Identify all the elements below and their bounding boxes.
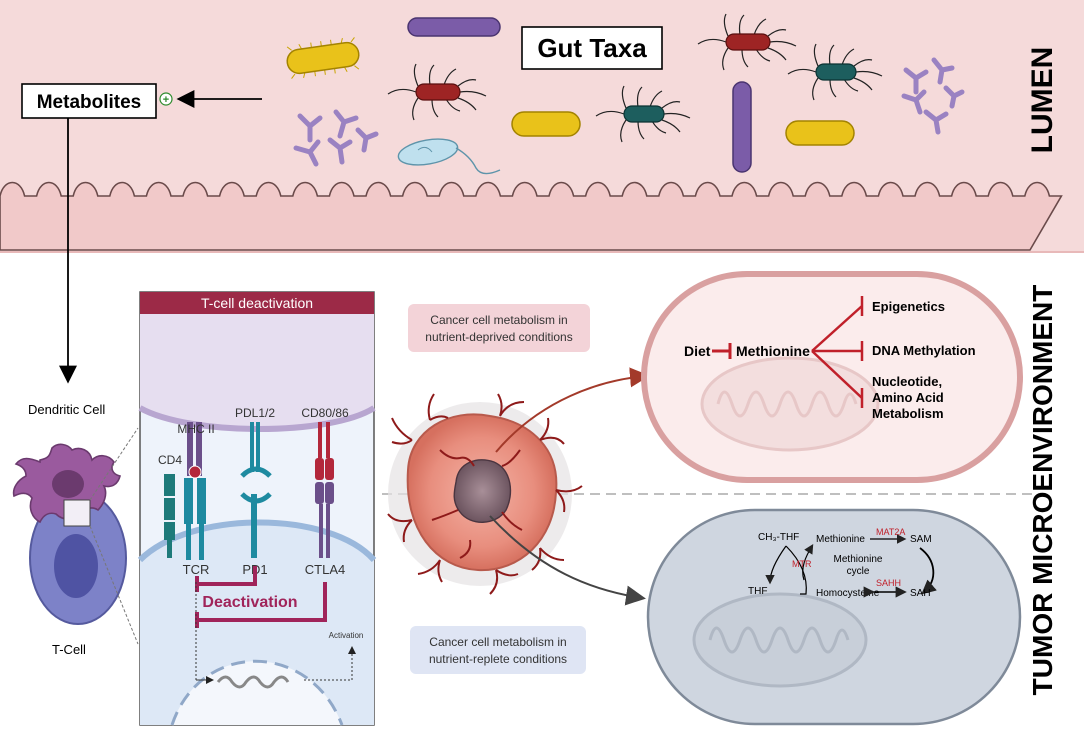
purple-rod-bacterium-icon [407, 17, 752, 173]
yellow-bacterium-icon [286, 37, 360, 79]
cd80-label: CD80/86 [301, 406, 349, 420]
red-flagellated-bacterium-icon [387, 63, 487, 121]
yellow-bacterium-icon [785, 120, 855, 146]
tumor-to-replete-cell-arrow [489, 515, 646, 606]
gut-taxa-label: Gut Taxa [537, 33, 647, 63]
dna-methylation-label: DNA Methylation [872, 343, 976, 358]
sahh-label: SAHH [876, 578, 901, 588]
replete-line2: nutrient-replete conditions [429, 652, 567, 666]
plus-icon [159, 92, 173, 106]
cd4-receptor-icon [164, 474, 175, 558]
teal-flagellated-bacterium-icon [787, 43, 883, 101]
methionine-cycle-methionine: Methionine [816, 534, 865, 545]
metabolites-label: Metabolites [37, 92, 142, 113]
pdl-pd1-receptor-icon [240, 422, 272, 558]
dendritic-cell-label: Dendritic Cell [28, 402, 105, 417]
teal-flagellated-bacterium-icon [595, 85, 691, 143]
tcr-label: TCR [183, 562, 210, 577]
cd80-ctla4-receptor-icon [315, 422, 334, 558]
tumor-icon [387, 393, 583, 595]
deprived-line1: Cancer cell metabolism in [430, 313, 567, 327]
nucleotide-line1: Nucleotide, [872, 374, 942, 389]
t-cell-label: T-Cell [52, 642, 86, 657]
mhc-tcr-receptor-icon [184, 422, 206, 560]
deprived-cell: Diet Methionine Epigenetics DNA Methylat… [641, 271, 1023, 483]
replete-cell: CH₃-THF Methionine MAT2A SAM Methionine … [646, 508, 1022, 726]
deprived-line2: nutrient-deprived conditions [425, 330, 572, 344]
activation-label: Activation [329, 631, 364, 640]
mtr-label: MTR [792, 559, 812, 569]
deactivation-inhibition-lines [195, 566, 327, 628]
yellow-bacterium-icon [511, 111, 581, 137]
plus-sign: + [163, 94, 169, 106]
panel-header [140, 292, 374, 314]
t-cell-deactivation-panel: T-cell deactivation [137, 291, 377, 726]
pdl-label: PDL1/2 [235, 406, 275, 420]
lumen-label: LUMEN [1026, 47, 1059, 154]
nucleotide-line2: Amino Acid [872, 390, 944, 405]
sam-to-sah-arrow [919, 547, 937, 595]
tumor-microenvironment-label: TUMOR MICROENVIRONMENT [1027, 285, 1058, 696]
dendritic-t-cell-icon [12, 427, 139, 645]
diet-label: Diet [684, 343, 711, 359]
mhc-label: MHC II [177, 422, 214, 436]
ch3thf-label: CH₃-THF [758, 532, 799, 543]
intestinal-villi [0, 181, 1063, 251]
nutrient-replete-box: Cancer cell metabolism in nutrient-reple… [410, 626, 586, 674]
methionine-label: Methionine [736, 343, 810, 359]
cycle-label-line2: cycle [847, 566, 870, 577]
cycle-label-line1: Methionine [834, 554, 883, 565]
purple-branched-bacteria-icon [293, 57, 965, 167]
methionine-inhibition-lines [811, 296, 864, 408]
dna-icon [216, 675, 290, 689]
homocysteine-label: Homocysteine [816, 588, 880, 599]
ctla4-label: CTLA4 [305, 562, 345, 577]
epigenetics-label: Epigenetics [872, 299, 945, 314]
red-flagellated-bacterium-icon [697, 13, 797, 71]
sam-label: SAM [910, 534, 932, 545]
nucleotide-line3: Metabolism [872, 406, 944, 421]
thf-label: THF [748, 586, 767, 597]
light-blue-protist-icon [397, 138, 501, 175]
nutrient-deprived-box: Cancer cell metabolism in nutrient-depri… [408, 304, 590, 352]
mitochondrion-icon [692, 592, 868, 688]
gut-taxa-label-box: Gut Taxa [521, 26, 663, 70]
deactivation-label: Deactivation [202, 594, 297, 611]
mat2a-label: MAT2A [876, 527, 905, 537]
mitochondrion-icon [700, 356, 880, 452]
sah-label: SAH [910, 588, 931, 599]
metabolites-label-box: Metabolites + [21, 83, 173, 119]
cd4-label: CD4 [158, 453, 182, 467]
tumor-to-deprived-cell-arrow [495, 367, 650, 453]
diet-inhibition-line [712, 343, 732, 359]
panel-title: T-cell deactivation [201, 295, 313, 311]
replete-line1: Cancer cell metabolism in [429, 635, 566, 649]
gut-bacteria [286, 13, 965, 175]
